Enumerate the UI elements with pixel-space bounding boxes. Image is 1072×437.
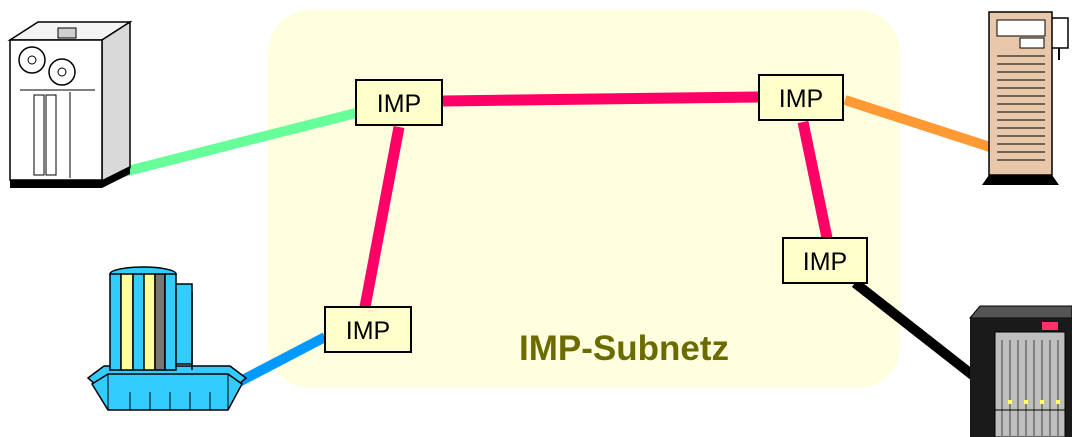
tower-server-icon: [982, 11, 1069, 185]
imp-label: IMP: [346, 317, 390, 345]
link-imp-right: [797, 120, 833, 240]
supercomputer-icon: [86, 266, 248, 411]
link-tower-server: [843, 95, 992, 152]
imp-node-top-left: IMP: [355, 79, 443, 126]
link-imp-left: [359, 125, 405, 309]
imp-node-top-right: IMP: [758, 74, 844, 121]
subnet-label: IMP-Subnetz: [519, 329, 729, 368]
rack-server-icon: [968, 305, 1072, 437]
imp-label: IMP: [779, 85, 823, 113]
imp-label: IMP: [377, 90, 421, 118]
link-supercomputer: [232, 332, 328, 389]
link-imp-top: [442, 91, 759, 107]
link-tape-mainframe: [98, 108, 358, 183]
link-rack-server: [851, 279, 979, 381]
imp-label: IMP: [803, 248, 847, 276]
imp-node-mid-right: IMP: [782, 237, 868, 284]
tape-mainframe-icon: [7, 20, 133, 188]
imp-node-bottom-left: IMP: [324, 306, 412, 353]
